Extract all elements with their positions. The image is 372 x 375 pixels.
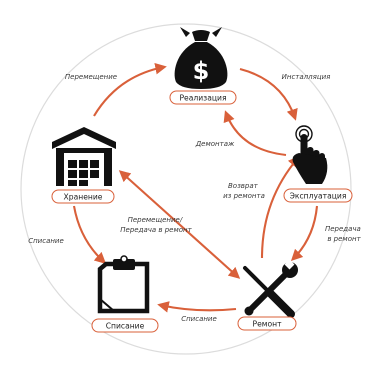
edge-label-transfer-to-repair: Передача в ремонт — [325, 225, 363, 243]
node-realization: $ Реализация — [169, 27, 237, 105]
warehouse-icon — [52, 127, 116, 186]
node-writeoff: Списание — [91, 255, 159, 333]
edge-label-writeoff-bottom: Списание — [181, 315, 217, 323]
edge-label-moving-transfer-line1: Перемещение/ — [128, 216, 183, 224]
edge-label-transfer-line2: в ремонт — [327, 235, 361, 243]
node-storage: Хранение — [51, 127, 116, 204]
arrow-repair-to-exploitation — [260, 155, 300, 259]
node-exploitation: Эксплуатация — [283, 125, 353, 203]
edge-label-moving-transfer-line2: Передача в ремонт — [120, 226, 192, 234]
arrow-storage-repair — [118, 170, 241, 279]
arrow-storage-to-writeoff — [72, 205, 107, 264]
edge-label-dismantling: Демонтаж — [195, 140, 235, 148]
node-label-repair: Ремонт — [252, 320, 282, 329]
node-label-exploitation: Эксплуатация — [290, 192, 347, 201]
edge-label-transfer-line1: Передача — [325, 225, 361, 233]
edge-label-writeoff-left: Списание — [28, 237, 64, 245]
node-label-storage: Хранение — [64, 193, 103, 202]
svg-text:$: $ — [193, 57, 210, 85]
arrow-realization-to-exploitation — [239, 67, 298, 121]
node-label-realization: Реализация — [179, 94, 226, 103]
clipboard-icon — [97, 255, 150, 314]
edge-label-moving-transfer: Перемещение/ Передача в ремонт — [120, 216, 192, 234]
node-label-writeoff: Списание — [106, 322, 145, 331]
touch-hand-icon — [292, 125, 328, 184]
arrow-exploitation-to-realization — [223, 110, 287, 157]
tools-icon — [243, 259, 298, 318]
edge-label-return-line2: из ремонта — [223, 192, 265, 200]
edge-label-return-from-repair: Возврат из ремонта — [223, 182, 265, 200]
money-bag-icon: $ — [174, 27, 228, 89]
edge-label-return-line1: Возврат — [228, 182, 259, 190]
edge-label-installation: Инсталляция — [282, 73, 331, 81]
outer-ring — [20, 23, 352, 355]
edge-label-moving: Перемещение — [65, 73, 117, 81]
node-repair: Ремонт — [237, 259, 298, 331]
arrow-storage-to-realization — [93, 62, 167, 117]
arrow-exploitation-to-repair — [290, 205, 319, 262]
arrow-repair-to-writeoff — [157, 301, 237, 313]
